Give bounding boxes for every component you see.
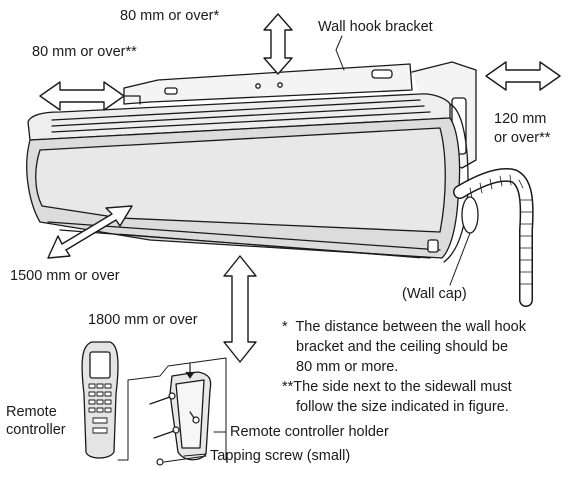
remote-link-line (117, 357, 227, 461)
screw-1 (149, 392, 176, 405)
front-clearance-label: 1500 mm or over (10, 268, 120, 284)
right-clearance-label-1: 120 mm (494, 111, 547, 127)
note-1-line-1: * The distance between the wall hook (282, 317, 526, 337)
note-1-text-1: The distance between the wall hook (295, 319, 526, 335)
bracket-leader (335, 35, 345, 71)
piping-hose (449, 168, 534, 307)
remote-controller-holder (169, 363, 212, 461)
left-clearance-label: 80 mm or over** (32, 44, 137, 60)
wall-hook-bracket-label: Wall hook bracket (318, 19, 433, 35)
clearance-arrow-front (47, 205, 133, 259)
clearance-arrow-right (485, 61, 561, 91)
screw-4 (156, 458, 164, 466)
note-1-line-2: bracket and the ceiling should be (296, 339, 509, 355)
installation-notes: * The distance between the wall hook bra… (282, 317, 526, 417)
wall-hook-bracket (123, 63, 413, 105)
screw-3 (189, 411, 200, 424)
indoor-unit (26, 93, 469, 263)
remote-holder-label: Remote controller holder (230, 424, 389, 440)
screw-2 (153, 426, 180, 439)
tapping-screws (149, 392, 200, 466)
note-2-line-1: **The side next to the sidewall must (282, 377, 526, 397)
clearance-arrow-floor (223, 255, 257, 363)
note-2-line-2: follow the size indicated in figure. (296, 399, 509, 415)
note-1-mark: * (282, 319, 288, 335)
wall-cap-label: (Wall cap) (402, 286, 467, 302)
clearance-arrow-left (39, 81, 125, 111)
tapping-screw-label: Tapping screw (small) (210, 448, 351, 464)
screw-leader (163, 453, 207, 463)
note-2-mark: ** (282, 379, 294, 395)
note-1-line-3: 80 mm or more. (296, 359, 399, 375)
note-2-text-1: The side next to the sidewall must (293, 379, 512, 395)
floor-clearance-label: 1800 mm or over (88, 312, 198, 328)
top-clearance-label: 80 mm or over* (120, 8, 220, 24)
remote-controller-label-2: controller (6, 422, 66, 438)
right-clearance-label-2: or over** (494, 130, 551, 146)
remote-controller-label-1: Remote (6, 404, 57, 420)
remote-controller (81, 341, 119, 459)
clearance-arrow-top (263, 13, 293, 75)
